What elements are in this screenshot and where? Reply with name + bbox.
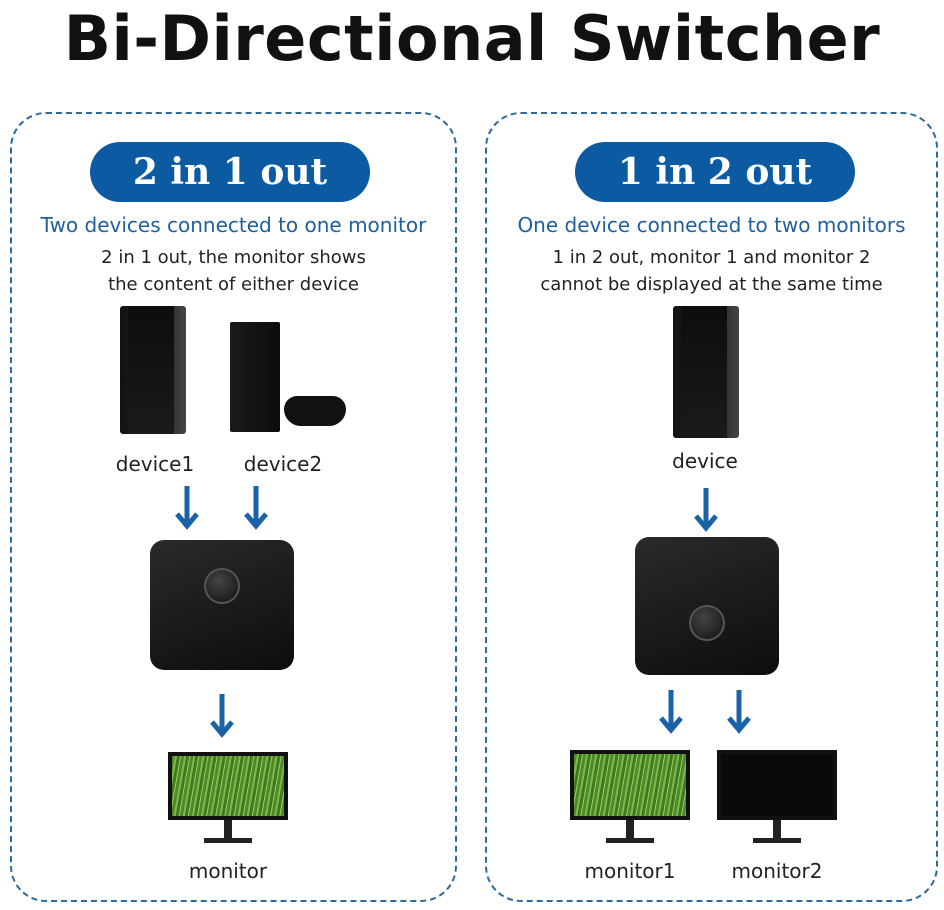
gamepad-icon (284, 396, 346, 426)
left-subtitle: Two devices connected to one monitor (40, 213, 427, 237)
monitor2-label: monitor2 (731, 859, 823, 883)
arrow-down-icon (727, 690, 751, 734)
switch-button-icon (689, 605, 725, 641)
pc-tower-icon (120, 306, 186, 434)
mode-badge-1in2out: 1 in 2 out (575, 142, 855, 202)
pc-tower-icon (673, 306, 739, 438)
switcher-device (635, 537, 779, 675)
arrow-down-icon (244, 486, 268, 530)
monitor1-label: monitor1 (584, 859, 676, 883)
arrow-down-icon (210, 694, 234, 738)
monitor2-icon (717, 750, 837, 820)
left-desc-1: 2 in 1 out, the monitor shows (101, 247, 366, 268)
switcher-device (150, 540, 294, 670)
left-desc-2: the content of either device (108, 274, 359, 295)
left-panel (10, 112, 457, 902)
monitor-label: monitor (188, 859, 268, 883)
game-console-icon (230, 322, 280, 432)
device1-label: device1 (115, 452, 195, 476)
right-panel (485, 112, 938, 902)
device-label: device (672, 449, 738, 473)
arrow-down-icon (694, 488, 718, 532)
monitor1-icon (570, 750, 690, 820)
page-title: Bi-Directional Switcher (63, 2, 881, 75)
right-subtitle: One device connected to two monitors (517, 213, 906, 237)
device2-label: device2 (243, 452, 323, 476)
arrow-down-icon (659, 690, 683, 734)
arrow-down-icon (175, 486, 199, 530)
monitor-icon (168, 752, 288, 820)
right-desc-1: 1 in 2 out, monitor 1 and monitor 2 (552, 247, 871, 268)
monitor-base (606, 838, 654, 843)
monitor-base (204, 838, 252, 843)
right-desc-2: cannot be displayed at the same time (540, 274, 883, 295)
monitor-stand (224, 820, 232, 840)
monitor-base (753, 838, 801, 843)
monitor-stand (626, 820, 634, 840)
mode-badge-2in1out: 2 in 1 out (90, 142, 370, 202)
switch-button-icon (204, 568, 240, 604)
monitor-stand (773, 820, 781, 840)
